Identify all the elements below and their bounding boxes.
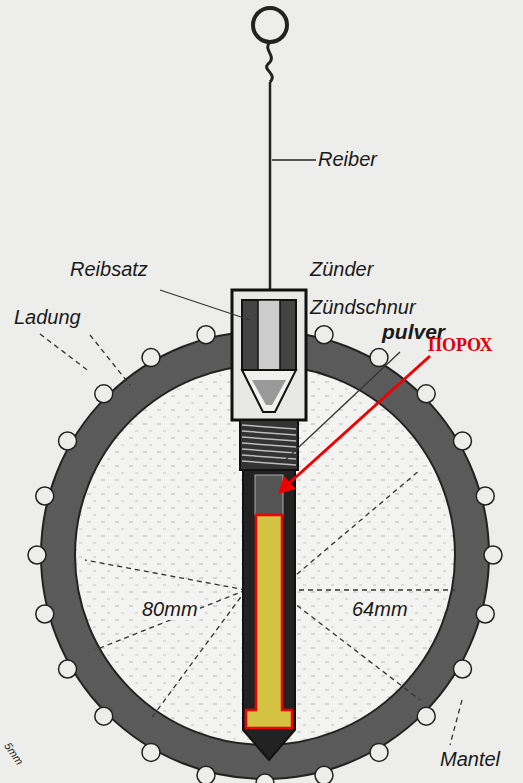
part-label: Ladung [14,306,81,328]
part-label: Zünder [310,258,373,280]
part-label: Reibsatz [70,258,148,280]
dimension-label: 5mm [2,740,26,767]
part-label: Mantel [440,748,500,770]
charge-ladung [75,365,455,745]
dimension-label: 80mm [140,598,200,620]
part-label: Zündschnur [310,296,416,318]
part-label-translation: ПОРОХ [428,336,493,356]
part-label: Reiber [318,148,377,170]
dimension-label: 64mm [350,598,410,620]
powder-fill [246,515,292,728]
shell-mantel [41,331,489,779]
